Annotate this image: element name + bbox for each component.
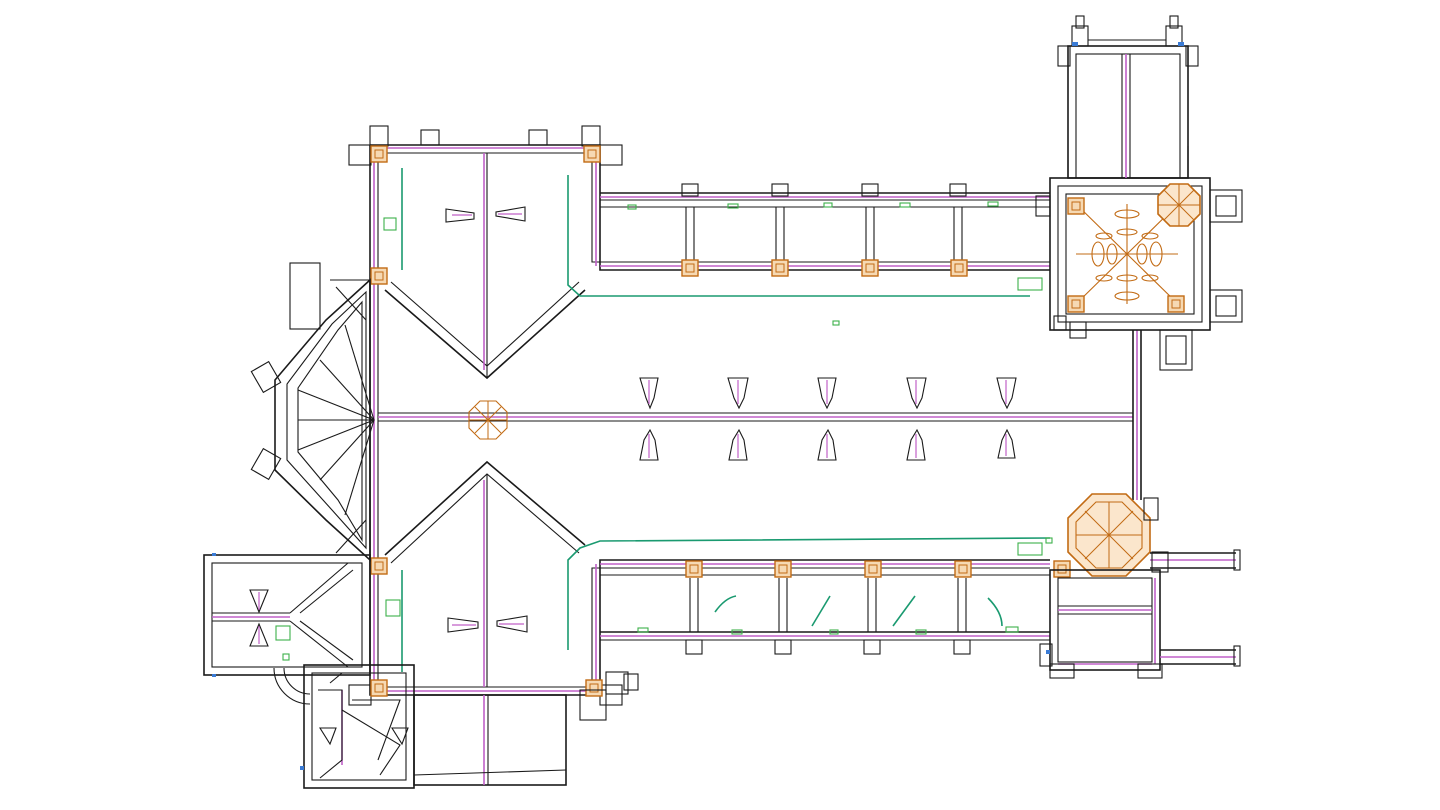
pillar bbox=[774, 560, 792, 578]
pew bbox=[496, 615, 528, 633]
pew bbox=[495, 206, 526, 222]
pew bbox=[997, 428, 1016, 459]
pew bbox=[906, 377, 927, 410]
pew bbox=[817, 428, 837, 461]
pew bbox=[817, 377, 837, 410]
south-porch bbox=[203, 553, 371, 705]
pillar bbox=[370, 267, 388, 285]
pew bbox=[447, 617, 479, 633]
pillars bbox=[370, 145, 1071, 697]
pew bbox=[996, 377, 1017, 410]
pillar bbox=[954, 560, 972, 578]
pews bbox=[445, 206, 1017, 633]
pillar bbox=[861, 259, 879, 277]
pew bbox=[906, 428, 926, 461]
pew bbox=[639, 428, 659, 461]
pew bbox=[639, 377, 659, 410]
pew bbox=[249, 589, 269, 614]
pillar bbox=[370, 679, 388, 697]
octagonal-stair-turret bbox=[1067, 493, 1159, 577]
nave bbox=[378, 168, 1142, 672]
apse bbox=[250, 262, 375, 562]
pillar bbox=[685, 560, 703, 578]
north-aisle bbox=[600, 183, 1050, 267]
pew bbox=[249, 622, 269, 647]
crossing-octagon bbox=[468, 400, 508, 440]
pillar bbox=[585, 679, 603, 697]
pillar bbox=[950, 259, 968, 277]
pew bbox=[445, 208, 475, 223]
pew bbox=[727, 377, 749, 410]
south-aisle bbox=[600, 563, 1050, 655]
sacristy bbox=[300, 664, 639, 789]
pillar bbox=[1067, 197, 1085, 215]
pew bbox=[728, 428, 748, 461]
southeast-annex bbox=[1039, 549, 1241, 679]
pillar bbox=[1167, 295, 1185, 313]
pillar bbox=[370, 557, 388, 575]
bell-tower bbox=[1035, 177, 1243, 371]
pillar bbox=[1067, 295, 1085, 313]
north-annex bbox=[1057, 15, 1199, 179]
pillar bbox=[864, 560, 882, 578]
pillar bbox=[771, 259, 789, 277]
pillar bbox=[583, 145, 601, 163]
pillar bbox=[1053, 560, 1071, 578]
pillar bbox=[370, 145, 388, 163]
pillar bbox=[681, 259, 699, 277]
